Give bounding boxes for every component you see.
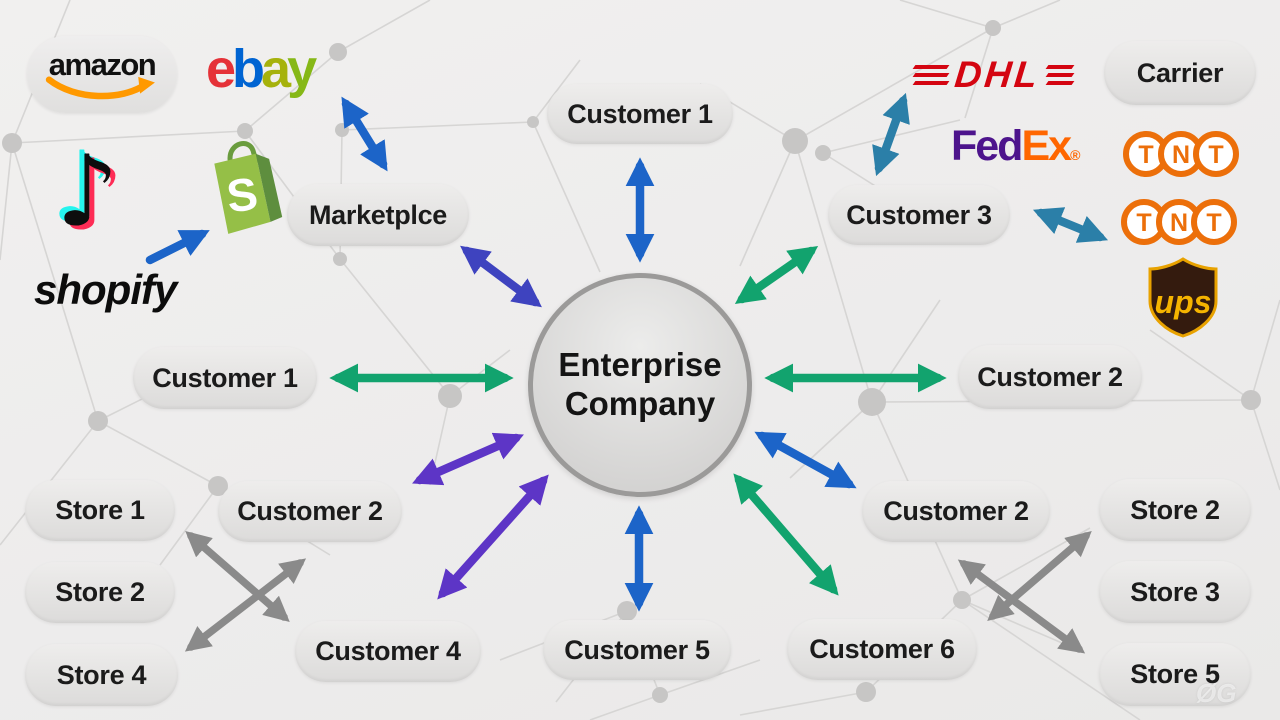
ebay-letter: b [232,39,265,99]
node-store-3: Store 3 [1099,561,1251,623]
fedex-ex: Ex [1021,122,1072,170]
node-customer-1-top: Customer 1 [547,84,733,144]
node-store-4: Store 4 [25,644,178,706]
tnt-logo-bottom: T N T [1121,199,1237,245]
node-store-1: Store 1 [25,480,175,541]
node-marketplace: Marketplce [287,184,469,246]
node-customer-6: Customer 6 [787,619,977,680]
node-store-5: Store 5 [1099,643,1251,706]
ebay-logo: ebay [206,39,317,99]
tnt-letter: N [1170,209,1188,237]
tiktok-icon: ♪ ♪ ♪ [51,135,152,253]
dhl-wordmark: DHL [952,54,1043,95]
tiktok-note-black: ♪ [56,135,119,249]
fedex-registered-mark: ® [1070,147,1081,163]
node-store-2-left: Store 2 [25,562,175,623]
tnt-letter: N [1172,141,1190,169]
node-customer-5: Customer 5 [543,620,731,680]
shopify-bag-letter: S [224,167,261,222]
ebay-letter: e [206,39,236,99]
dhl-stripes-right [1045,64,1075,85]
watermark: ØG [1196,678,1237,708]
dhl-stripes-left [912,64,950,85]
node-customer-4: Customer 4 [295,621,481,682]
tnt-letter: T [1208,141,1223,169]
node-carrier: Carrier [1104,41,1256,105]
node-customer-2-bottom-right: Customer 2 [862,481,1050,542]
shopify-bag-icon: S [214,141,283,234]
ebay-letter: a [261,39,291,99]
tiktok-note-cyan: ♪ [51,131,114,245]
tnt-letter: T [1206,209,1221,237]
ups-logo: ups [1148,257,1218,338]
tnt-logo-top: T N T [1123,131,1239,177]
ups-wordmark: ups [1155,284,1212,320]
shopify-wordmark: shopify [34,266,177,313]
tiktok-note-pink: ♪ [61,139,124,253]
node-customer-2-right: Customer 2 [958,345,1142,409]
enterprise-label-line1: Enterprise [558,346,722,384]
fedex-logo: FedEx® [951,125,1080,168]
node-customer-2-left: Customer 2 [218,481,402,542]
amazon-wordmark: amazon [48,47,157,82]
ebay-letter: y [287,39,317,99]
dhl-logo: DHL [912,54,1075,95]
tnt-letter: T [1136,209,1151,237]
node-customer-3: Customer 3 [828,185,1010,245]
fedex-fed: Fed [951,122,1023,170]
tnt-letter: T [1138,141,1153,169]
enterprise-label-line2: Company [564,385,716,422]
node-enterprise-company: Enterprise Company [528,273,752,497]
node-store-2-right: Store 2 [1099,479,1251,541]
amazon-smile-icon [45,76,155,100]
amazon-logo: amazon [27,36,177,113]
node-customer-1-left: Customer 1 [133,347,317,409]
